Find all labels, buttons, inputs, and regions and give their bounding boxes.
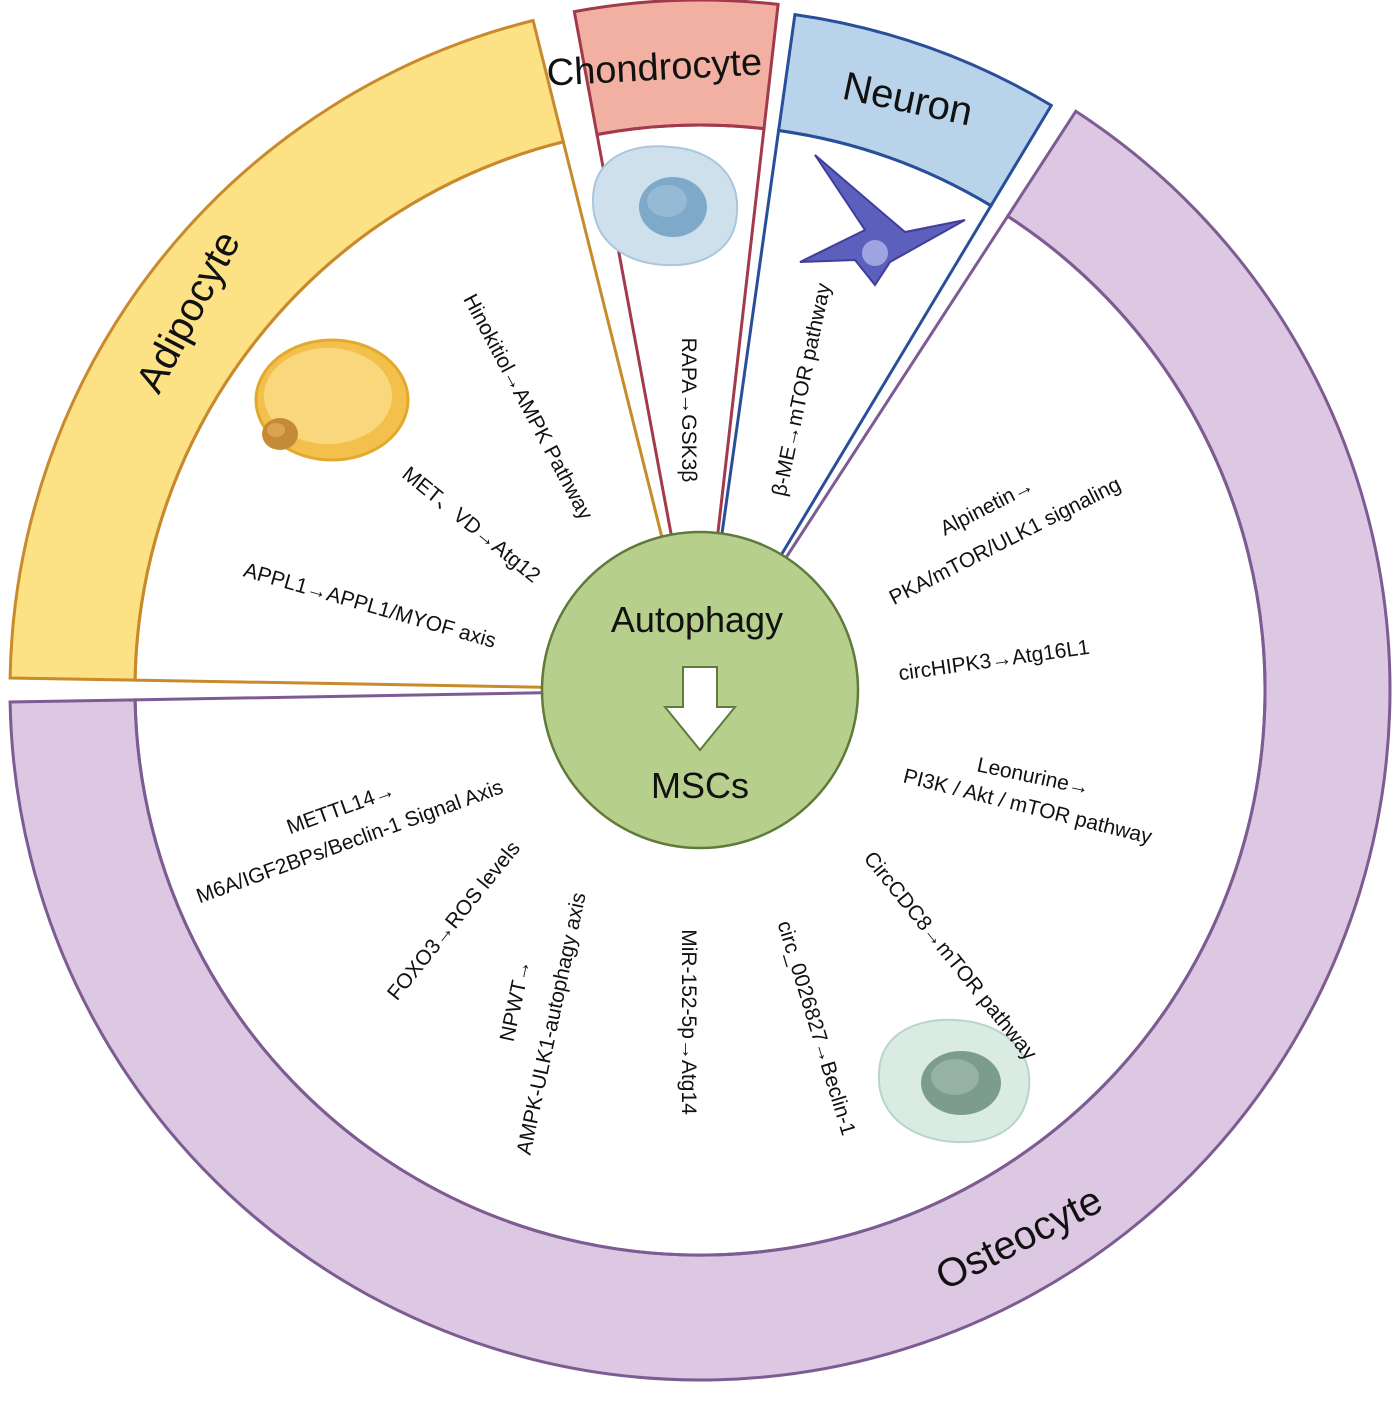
- center-autophagy-label: Autophagy: [611, 599, 783, 640]
- adipocyte-inner-boundary: [133, 139, 664, 689]
- pathway-appl1: APPL1→APPL1/MYOF axis: [241, 559, 499, 653]
- neuron-inner-boundary: [720, 128, 994, 556]
- down-arrow-icon: [662, 666, 738, 752]
- adipocyte-cell-icon: [254, 338, 410, 462]
- osteocyte-cell-icon: [877, 1018, 1031, 1144]
- pathway-circ0026827: circ_0026827→Beclin-1: [773, 918, 860, 1138]
- pathway-bme: β-ME→mTOR pathway: [768, 281, 836, 499]
- pathway-hinokitiol: Hinokitiol→AMPK Pathway: [458, 290, 597, 524]
- center-mscs-label: MSCs: [651, 765, 749, 806]
- pathway-npwt-2: AMPK-ULK1-autophagy axis: [513, 891, 591, 1157]
- pathway-circhipk3: circHIPK3→Atg16L1: [897, 636, 1091, 686]
- pathway-npwt-1: NPWT→: [496, 958, 536, 1044]
- pathway-mir152: MiR-152-5p→Atg14: [677, 929, 700, 1115]
- pathway-met-vd: MET、VD→Atg12: [398, 462, 545, 587]
- osteocyte-inner-boundary: [133, 214, 1267, 1257]
- pathway-rapa: RAPA→GSK3β: [677, 338, 700, 483]
- chondrocyte-cell-icon: [591, 145, 739, 267]
- pathway-foxo3: FOXO3→ROS levels: [383, 837, 525, 1005]
- chondrocyte-inner-boundary: [595, 123, 766, 535]
- neuron-cell-icon: [799, 154, 966, 287]
